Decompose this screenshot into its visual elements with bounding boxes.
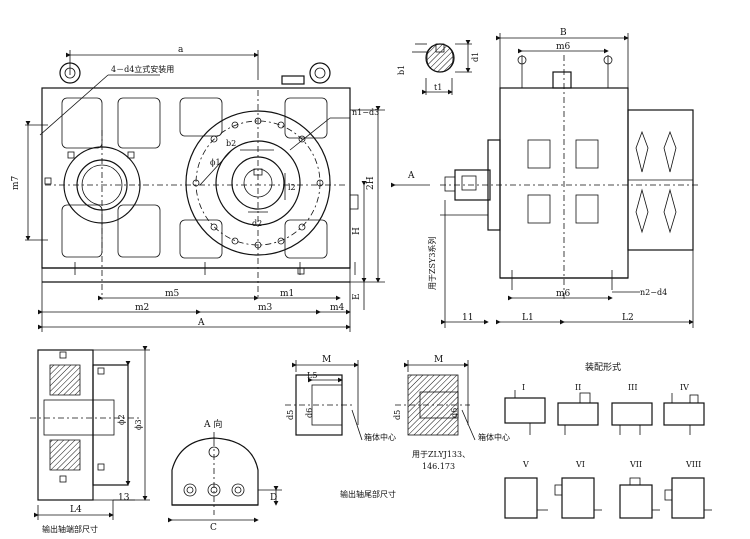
tail1-note-center: 箱体中心 <box>364 432 396 442</box>
dim-m7: m7 <box>11 175 21 190</box>
form-label-2: II <box>575 383 581 392</box>
dim-m6-top: m6 <box>556 42 571 52</box>
dim-l2-side: L2 <box>622 313 634 323</box>
tail2-dim-d5: d5 <box>393 410 402 420</box>
dim-m6-bottom: m6 <box>556 289 571 299</box>
dim-l1: L1 <box>522 313 534 323</box>
dim-d: D <box>270 493 277 503</box>
note-n1d3: n1−d3 <box>352 108 379 117</box>
tail2-note-center: 箱体中心 <box>478 432 510 442</box>
dim-b1: b1 <box>397 65 406 75</box>
side-view: B m6 用于ZSY3系列 m6 n2−d4 11 L1 L2 <box>427 28 700 328</box>
dim-2h: 2H <box>366 176 376 190</box>
a-view-title: A 向 <box>203 418 222 430</box>
dim-11: 11 <box>462 313 473 323</box>
dim-l2: l2 <box>288 183 296 192</box>
dim-c: C <box>210 523 217 533</box>
tail1-dim-m: M <box>322 355 331 365</box>
dim-h: H <box>352 227 362 235</box>
form-label-3: III <box>628 383 637 392</box>
tail2-dim-m: M <box>434 355 443 365</box>
output-end-caption: 输出轴端部尺寸 <box>42 524 98 534</box>
tail-shaft-1: M L5 d5 d6 箱体中心 输出轴尾部尺寸 <box>285 355 396 499</box>
assembly-title: 装配形式 <box>585 361 621 373</box>
dim-n2d4: n2−d4 <box>640 288 667 297</box>
dim-phi1: ϕ1 <box>210 158 221 167</box>
dim-m3: m3 <box>258 303 273 313</box>
form-label-4: IV <box>680 383 689 392</box>
form-label-1: I <box>522 383 525 392</box>
dim-m4: m4 <box>330 303 345 313</box>
tail2-note-line2: 146.173 <box>422 462 455 471</box>
dim-a-total: A <box>197 318 205 328</box>
dim-phi2: ϕ2 <box>117 414 126 425</box>
output-end-view: ϕ2 ϕ3 L4 13 输出轴端部尺寸 <box>30 346 150 534</box>
dim-t1: t1 <box>434 83 442 92</box>
form-label-5: V <box>522 460 529 469</box>
dim-m5: m5 <box>165 289 180 299</box>
front-view: a 4－d4立式安装用 n1−d3 b2 ϕ1 l2 d2 m7 2H H E … <box>11 45 430 332</box>
dim-l4: L4 <box>70 505 82 515</box>
tail1-dim-d5: d5 <box>286 410 295 420</box>
dim-b2: b2 <box>226 139 236 148</box>
note-mount: 4－d4立式安装用 <box>111 64 174 74</box>
dim-13: 13 <box>118 493 130 503</box>
dim-m1: m1 <box>280 289 294 299</box>
assembly-forms: 装配形式 I II III IV V VI VII VIII <box>504 361 712 519</box>
form-label-7: VII <box>629 460 642 469</box>
arrow-a-label: A <box>407 171 415 181</box>
note-series: 用于ZSY3系列 <box>427 237 437 290</box>
dim-b: B <box>560 28 567 38</box>
a-direction-view: A 向 C D <box>168 418 282 533</box>
tail-caption: 输出轴尾部尺寸 <box>340 489 396 499</box>
dim-a: a <box>178 45 184 55</box>
tail-shaft-2: M d5 d6 箱体中心 用于ZLYJ133、 146.173 <box>393 355 510 471</box>
dim-m2: m2 <box>135 303 149 313</box>
tail1-dim-l5: L5 <box>307 371 317 380</box>
dim-d1: d1 <box>471 52 480 62</box>
dim-phi3: ϕ3 <box>134 419 143 430</box>
tail2-note-line1: 用于ZLYJ133、 <box>412 450 470 459</box>
dim-d2: d2 <box>252 219 262 228</box>
tail1-dim-d6: d6 <box>305 408 314 418</box>
dim-e: E <box>352 293 362 300</box>
form-label-8: VIII <box>685 460 701 469</box>
shaft-key-section: b1 d1 t1 <box>397 40 480 95</box>
form-label-6: VI <box>575 460 585 469</box>
tail2-dim-d6: d6 <box>450 408 459 418</box>
